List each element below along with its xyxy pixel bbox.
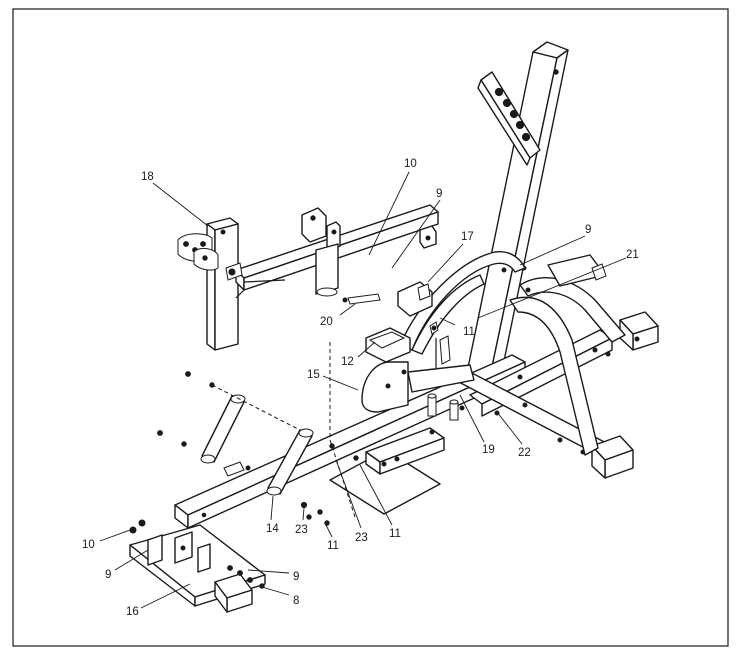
callout-9-right: 9 xyxy=(585,224,591,236)
seat-plate xyxy=(329,427,445,515)
callout-23-left: 23 xyxy=(295,524,308,536)
callout-9-lower-left: 9 xyxy=(105,569,111,581)
callout-9-upper: 9 xyxy=(436,188,442,200)
pulley-wheel xyxy=(361,361,475,413)
connector-arms xyxy=(157,371,359,496)
diagram-border xyxy=(12,8,729,647)
mount-bracket xyxy=(365,281,451,368)
pivot-bracket xyxy=(477,71,541,166)
callout-11-lower-right: 11 xyxy=(389,528,401,540)
callout-8: 8 xyxy=(293,595,299,607)
callout-14: 14 xyxy=(266,523,279,535)
small-bolts xyxy=(300,501,330,526)
callout-21: 21 xyxy=(626,249,639,261)
callout-20: 20 xyxy=(320,316,333,328)
callout-11-upper: 11 xyxy=(463,326,475,338)
foot-assembly xyxy=(129,519,266,613)
callout-15: 15 xyxy=(307,369,320,381)
callout-22: 22 xyxy=(518,447,531,459)
callout-10-lower: 10 xyxy=(82,539,95,551)
pin-20 xyxy=(342,293,381,305)
callout-23-right: 23 xyxy=(355,532,368,544)
callout-10-upper: 10 xyxy=(404,158,417,170)
callout-labels: 10 9 18 17 9 21 20 11 12 15 19 22 14 23 … xyxy=(82,158,639,618)
callout-17: 17 xyxy=(461,231,474,243)
spacer-pins xyxy=(427,393,465,435)
leader-lines xyxy=(99,171,627,609)
callout-16: 16 xyxy=(126,606,139,618)
upright-post xyxy=(462,41,569,401)
callout-12: 12 xyxy=(341,356,354,368)
top-arm-assembly xyxy=(177,204,439,351)
callout-9-lower-right: 9 xyxy=(293,571,299,583)
callout-18: 18 xyxy=(141,171,154,183)
callout-19: 19 xyxy=(482,444,495,456)
callout-11-lower-left: 11 xyxy=(327,540,339,552)
